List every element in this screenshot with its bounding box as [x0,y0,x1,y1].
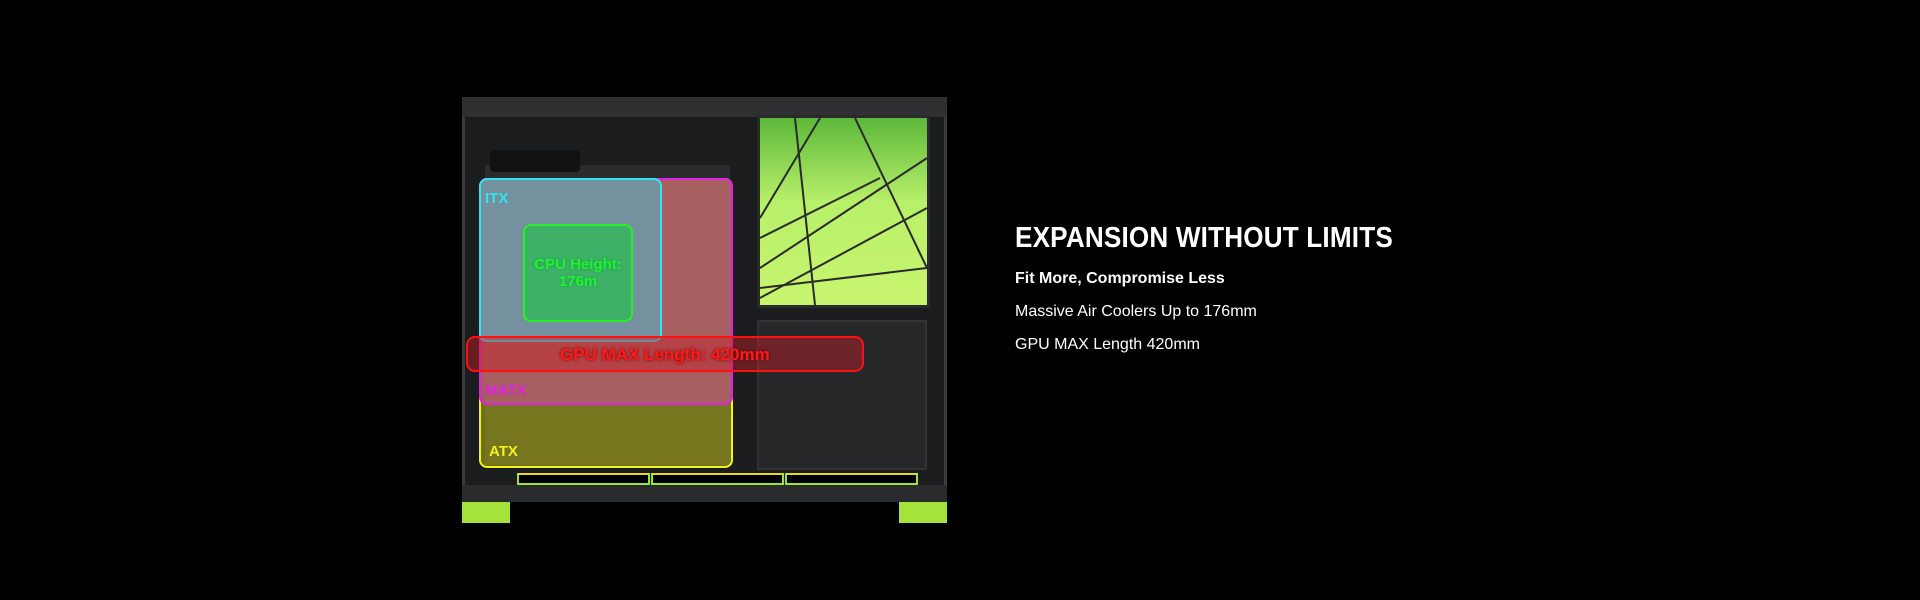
cpu-cooler-outline: CPU Height: 176m [523,224,633,322]
cpu-height-label: CPU Height: [534,256,622,273]
atx-label: ATX [489,443,518,460]
fan-panel-lines [759,117,928,306]
gpu-length-outline: GPU MAX Length: 420mm [466,336,864,372]
case-foot-right [899,502,947,523]
bottom-fan [651,473,784,485]
side-fan-panel [757,115,930,308]
matx-label: MATX [485,382,527,399]
feature-text-block: EXPANSION WITHOUT LIMITS Fit More, Compr… [1015,222,1435,368]
bottom-fan [517,473,650,485]
bottom-fan [785,473,918,485]
feature-gpu-length: GPU MAX Length 420mm [1015,336,1200,353]
case-bottom-panel [462,485,947,502]
case-top-panel [462,97,947,117]
case-foot-left [462,502,510,523]
feature-air-coolers: Massive Air Coolers Up to 176mm [1015,303,1257,320]
subheading: Fit More, Compromise Less [1015,270,1225,287]
itx-label: ITX [485,190,509,207]
section-heading: EXPANSION WITHOUT LIMITS [1015,222,1393,254]
cable-cutout [490,150,580,172]
cpu-height-value: 176m [558,273,598,290]
gpu-length-label: GPU MAX Length: 420mm [560,345,770,364]
psu-chamber [757,320,927,470]
